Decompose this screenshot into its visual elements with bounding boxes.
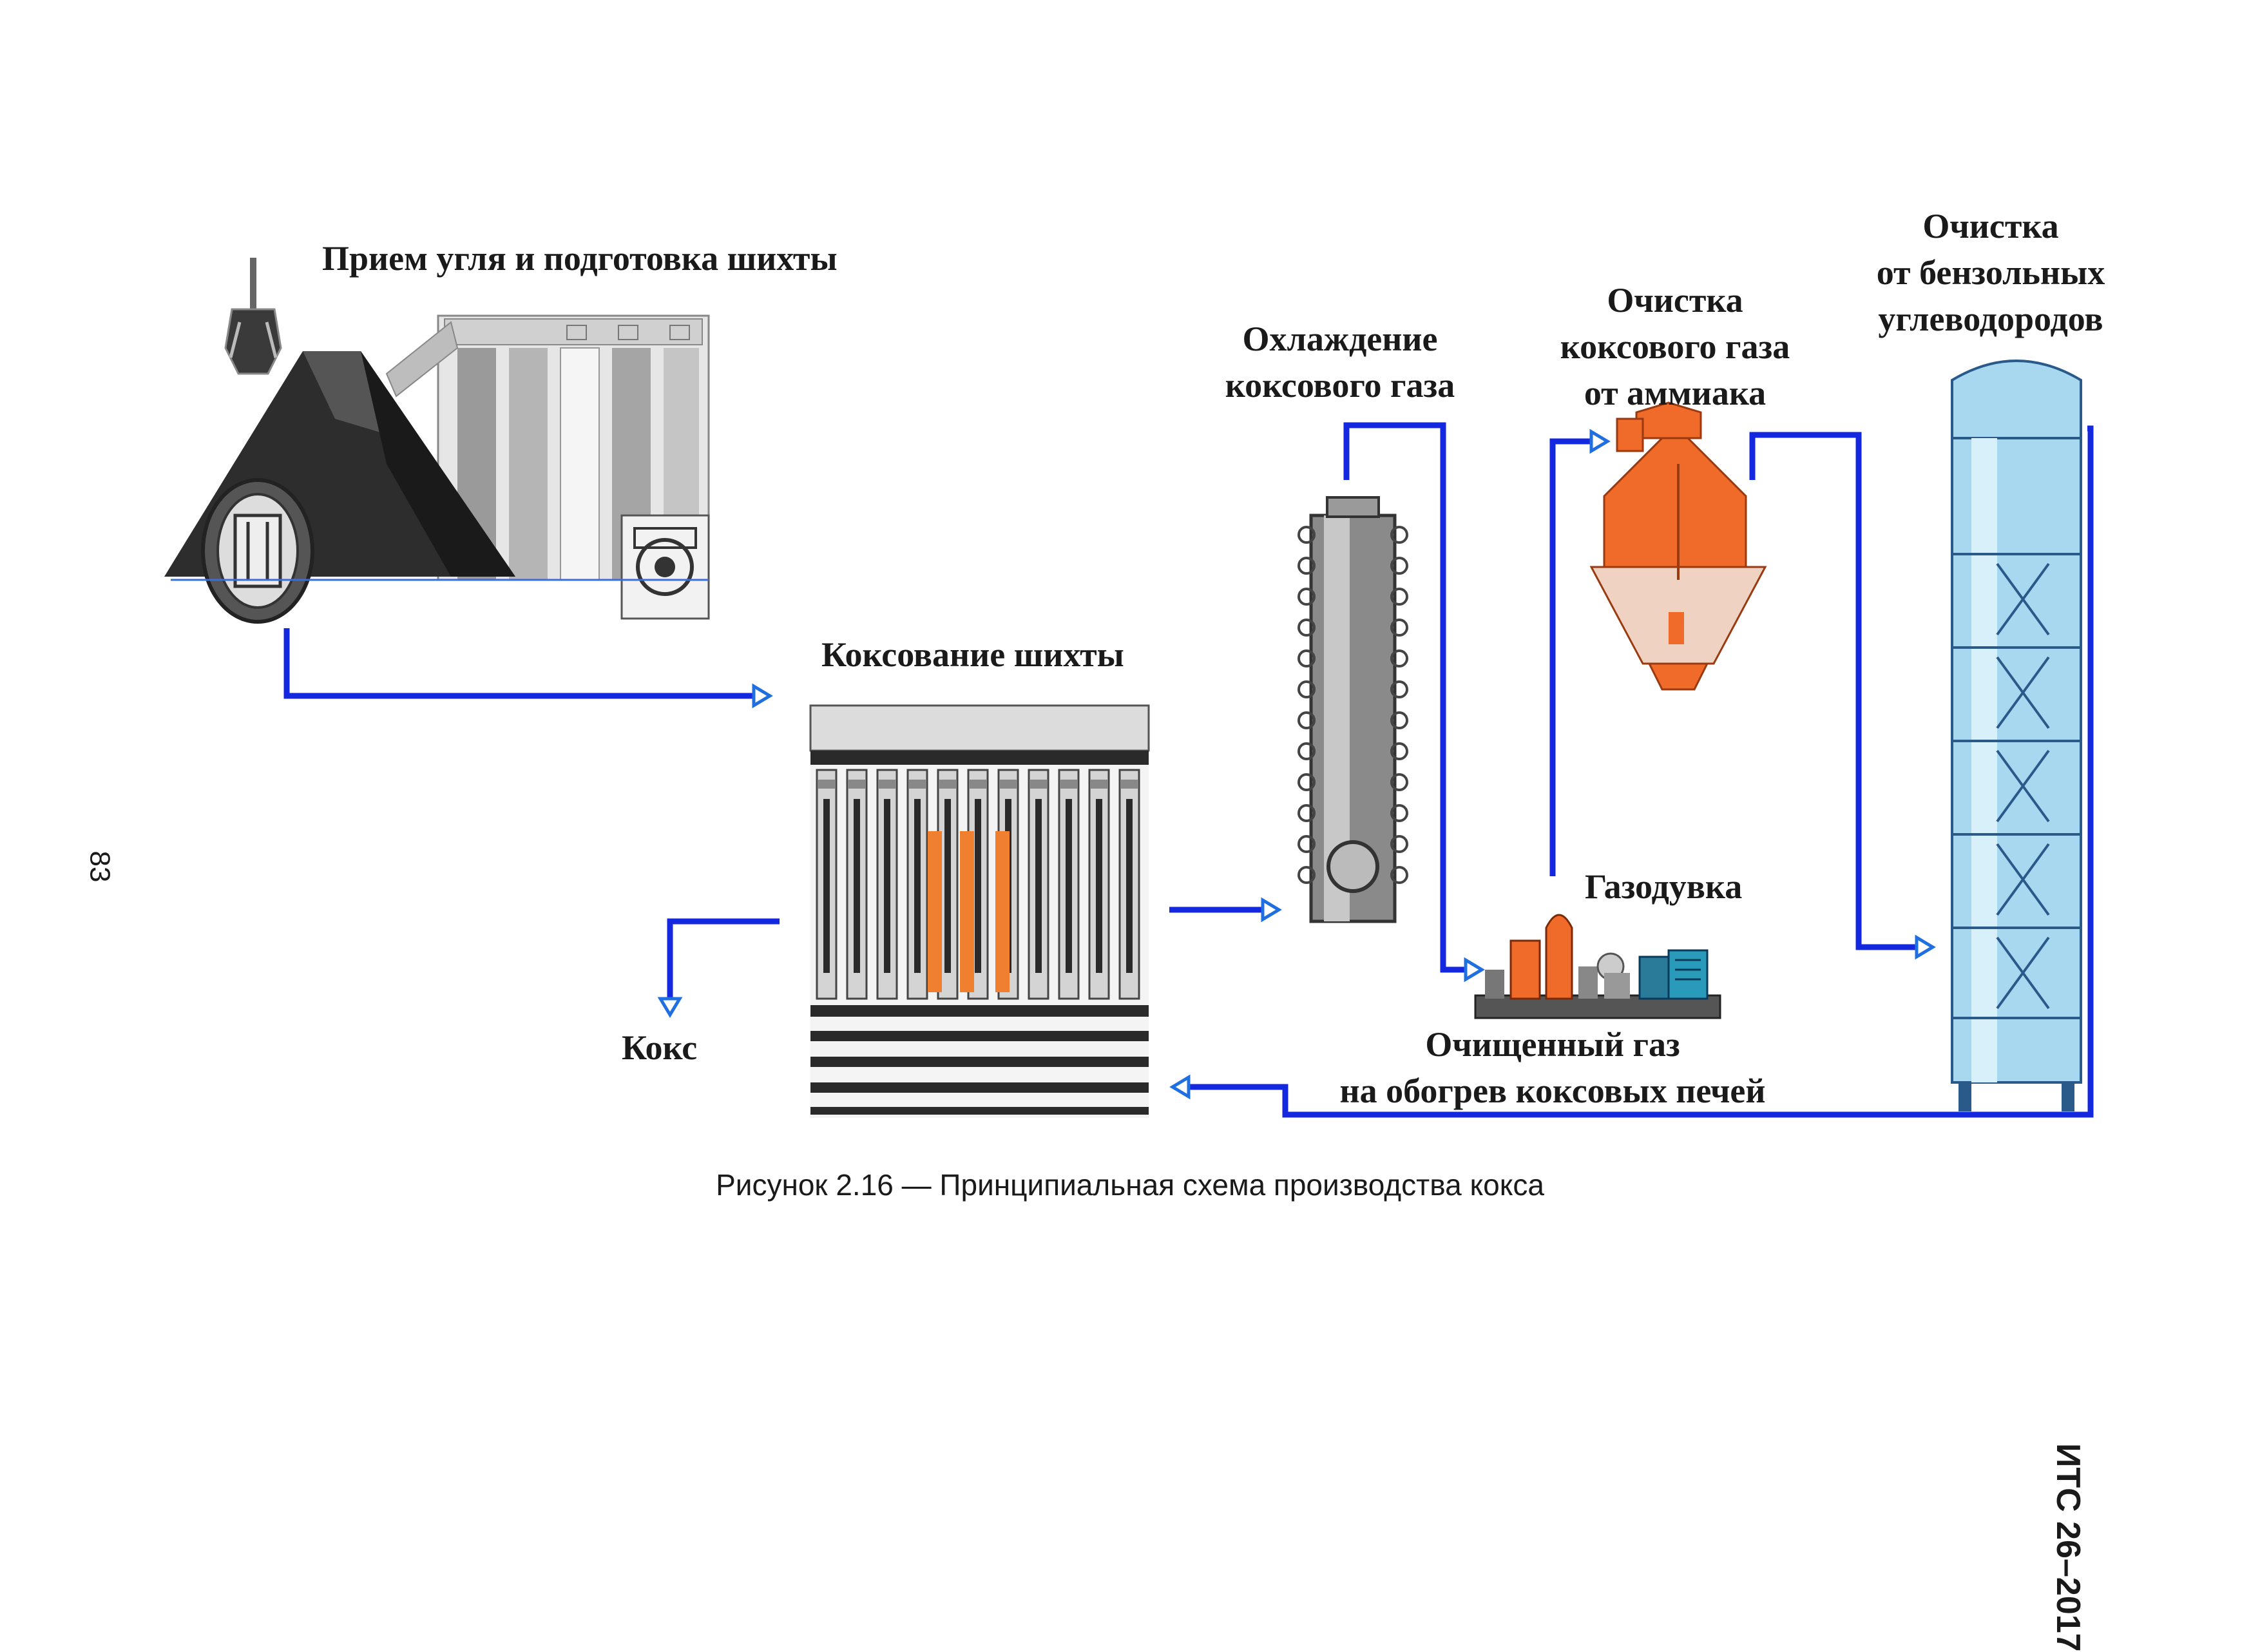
cooler-fin-right [1390,649,1408,668]
coke-oven-battery [809,704,1150,1118]
label-ammonia-line3: от аммиака [1584,374,1767,412]
coal-prep-equipment [164,258,710,624]
oven-slot [944,799,951,973]
label-cooling-line1: Охлаждение [1242,320,1438,358]
cooler-fin-left [1298,649,1316,668]
oven-slot [1035,799,1042,973]
cooler-fin-left [1298,619,1316,637]
oven-latch [909,780,926,789]
label-benzene-line2: от бензольных [1876,253,2105,292]
label-benzene-line1: Очистка [1922,207,2059,245]
oven-latch [1000,780,1017,789]
crusher-icon [620,514,710,620]
label-clean-gas-line1: Очищенный газ [1425,1025,1680,1064]
oven-slot [975,799,981,973]
column-brace [1996,562,2050,636]
label-benzene: Очистка от бензольных углеводородов [1855,203,2126,342]
cooler-fin-left [1298,835,1316,853]
cooler-fin-left [1298,557,1316,575]
label-ammonia-line1: Очистка [1607,281,1743,320]
arrow-to-blower-icon [1464,957,1485,983]
column-brace [1996,936,2050,1010]
cooler-fin-left [1298,773,1316,791]
cooler-fin-left [1298,866,1316,884]
column-brace [1996,749,2050,823]
label-benzene-line3: углеводородов [1878,300,2103,338]
arrow-to-cooler-icon [1261,897,1282,923]
column-brace [1996,843,2050,916]
label-clean-gas: Очищенный газ на обогрев коксовых печей [1321,1021,1785,1114]
column-brace [1996,656,2050,729]
cooler-fin-left [1298,526,1316,544]
cooler-fin-right [1390,557,1408,575]
cooler-fin-right [1390,804,1408,822]
cooler-fin-right [1390,588,1408,606]
coke-production-diagram [164,258,2094,1118]
crane-grab-icon [224,258,282,375]
oven-latch [1060,780,1077,789]
label-cooling: Охлаждение коксового газа [1211,316,1469,408]
oven-latch [818,780,835,789]
flow-blower-to-scrubber [1549,438,1591,876]
gas-blower [1474,914,1721,1019]
benzene-scrubber-column [1951,360,2082,1111]
ammonia-scrubber [1589,401,1767,691]
label-blower: Газодувка [1585,867,1743,906]
cooler-fin-left [1298,742,1316,760]
figure-caption: Рисунок 2.16 — Принципиальная схема прои… [716,1168,1544,1202]
cooler-fin-left [1298,804,1316,822]
label-coking: Коксование шихты [821,635,1124,674]
label-clean-gas-line2: на обогрев коксовых печей [1339,1071,1766,1110]
flow-cooler-to-blower [1343,422,1466,973]
cooler-fin-left [1298,711,1316,729]
flow-coal-to-ovens [283,628,754,699]
oven-slot [914,799,921,973]
standard-code: ИТС 26–2017 [2049,1443,2087,1652]
arrow-to-scrubber-icon [1589,428,1611,454]
arrow-to-column-icon [1915,934,1936,960]
oven-slot [884,799,890,973]
label-ammonia: Очистка коксового газа от аммиака [1546,277,1804,416]
oven-latch [970,780,986,789]
cooler-fin-right [1390,866,1408,884]
flow-scrubber-to-column [1749,432,1917,950]
oven-latch [1091,780,1107,789]
rail-wagon-icon [201,478,314,624]
flow-clean-gas-return [1189,425,2094,1118]
label-coke: Кокс [622,1028,698,1067]
label-cooling-line2: коксового газа [1225,366,1455,405]
cooler-fin-right [1390,773,1408,791]
oven-latch [1030,780,1047,789]
cooler-fin-right [1390,742,1408,760]
cooler-fin-left [1298,680,1316,698]
cooler-fin-right [1390,680,1408,698]
oven-latch [879,780,895,789]
arrow-to-coke-icon [657,997,683,1018]
cooler-fin-right [1390,835,1408,853]
label-coal-prep: Прием угля и подготовка шихты [322,239,838,278]
oven-latch [1121,780,1138,789]
arrow-to-ovens-return-icon [1169,1074,1191,1100]
oven-slot [1096,799,1102,973]
page-number: 83 [84,850,116,883]
oven-latch [939,780,956,789]
oven-latch [848,780,865,789]
arrow-to-ovens-icon [752,683,773,709]
cooler-fin-left [1298,588,1316,606]
oven-slot [823,799,830,973]
label-ammonia-line2: коксового газа [1560,327,1790,366]
cooler-fin-right [1390,619,1408,637]
primary-gas-cooler [1298,496,1408,923]
flow-ovens-to-coke [667,918,780,999]
oven-slot [1126,799,1133,973]
oven-slot [854,799,860,973]
coal-conveyor [385,321,459,398]
cooler-fin-right [1390,526,1408,544]
cooler-fin-right [1390,711,1408,729]
oven-slot [1066,799,1072,973]
